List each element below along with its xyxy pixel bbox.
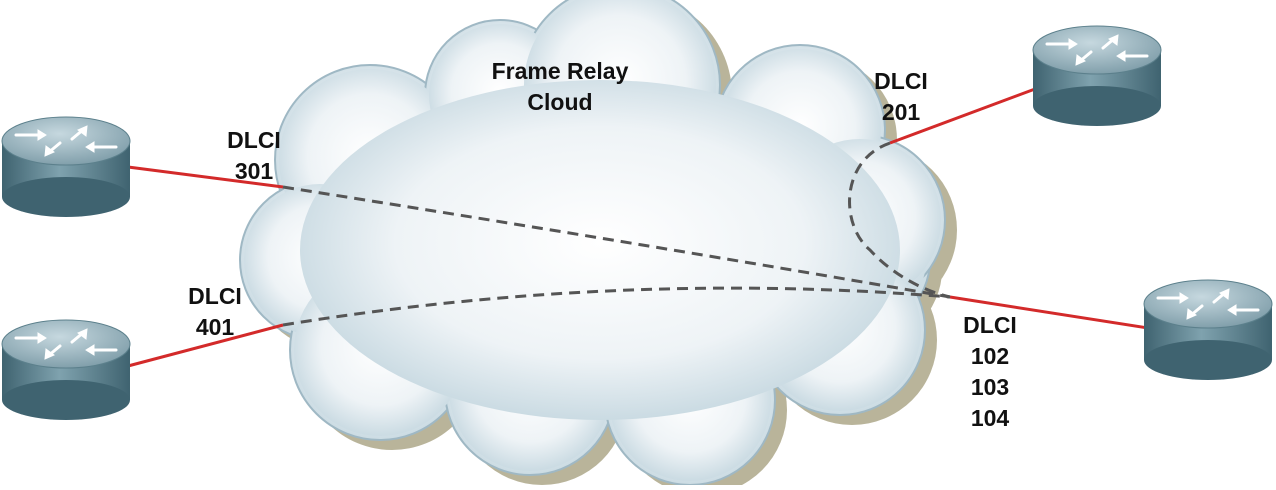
router-arrows-icon <box>14 125 118 157</box>
dlci-label-bottom-left: DLCI 401 <box>175 281 255 343</box>
link-top-right <box>889 87 1036 145</box>
cloud-title-line2: Cloud <box>527 89 593 115</box>
dlci-value: 301 <box>234 158 274 184</box>
link-bottom-left <box>127 323 284 368</box>
link-top-left <box>127 165 284 189</box>
dlci-word: DLCI <box>227 127 281 153</box>
link-bottom-right <box>949 295 1149 330</box>
dlci-value: 103 <box>970 374 1010 400</box>
dlci-value: 102 <box>970 343 1010 369</box>
cloud-title-line1: Frame Relay <box>491 58 629 84</box>
dlci-value: 201 <box>881 99 921 125</box>
dlci-word: DLCI <box>963 312 1017 338</box>
router-arrows-icon <box>1156 288 1260 320</box>
router-bottom-left <box>1 319 131 420</box>
dlci-label-bottom-right: DLCI 102 103 104 <box>950 310 1030 434</box>
dlci-word: DLCI <box>188 283 242 309</box>
dlci-label-top-right: DLCI 201 <box>861 66 941 128</box>
router-arrows-icon <box>14 328 118 360</box>
dlci-value: 104 <box>970 405 1010 431</box>
dlci-value: 401 <box>195 314 235 340</box>
dlci-word: DLCI <box>874 68 928 94</box>
cloud-title: Frame Relay Cloud <box>470 56 650 118</box>
router-top-left <box>1 116 131 217</box>
pvc-301-102 <box>282 185 951 299</box>
router-arrows-icon <box>1045 34 1149 66</box>
cloud-inner <box>244 0 941 481</box>
router-top-right <box>1032 25 1162 126</box>
router-bottom-right <box>1143 279 1273 380</box>
pvc-401-103 <box>282 286 951 327</box>
pvc-201-104 <box>848 141 951 299</box>
dlci-label-top-left: DLCI 301 <box>214 125 294 187</box>
